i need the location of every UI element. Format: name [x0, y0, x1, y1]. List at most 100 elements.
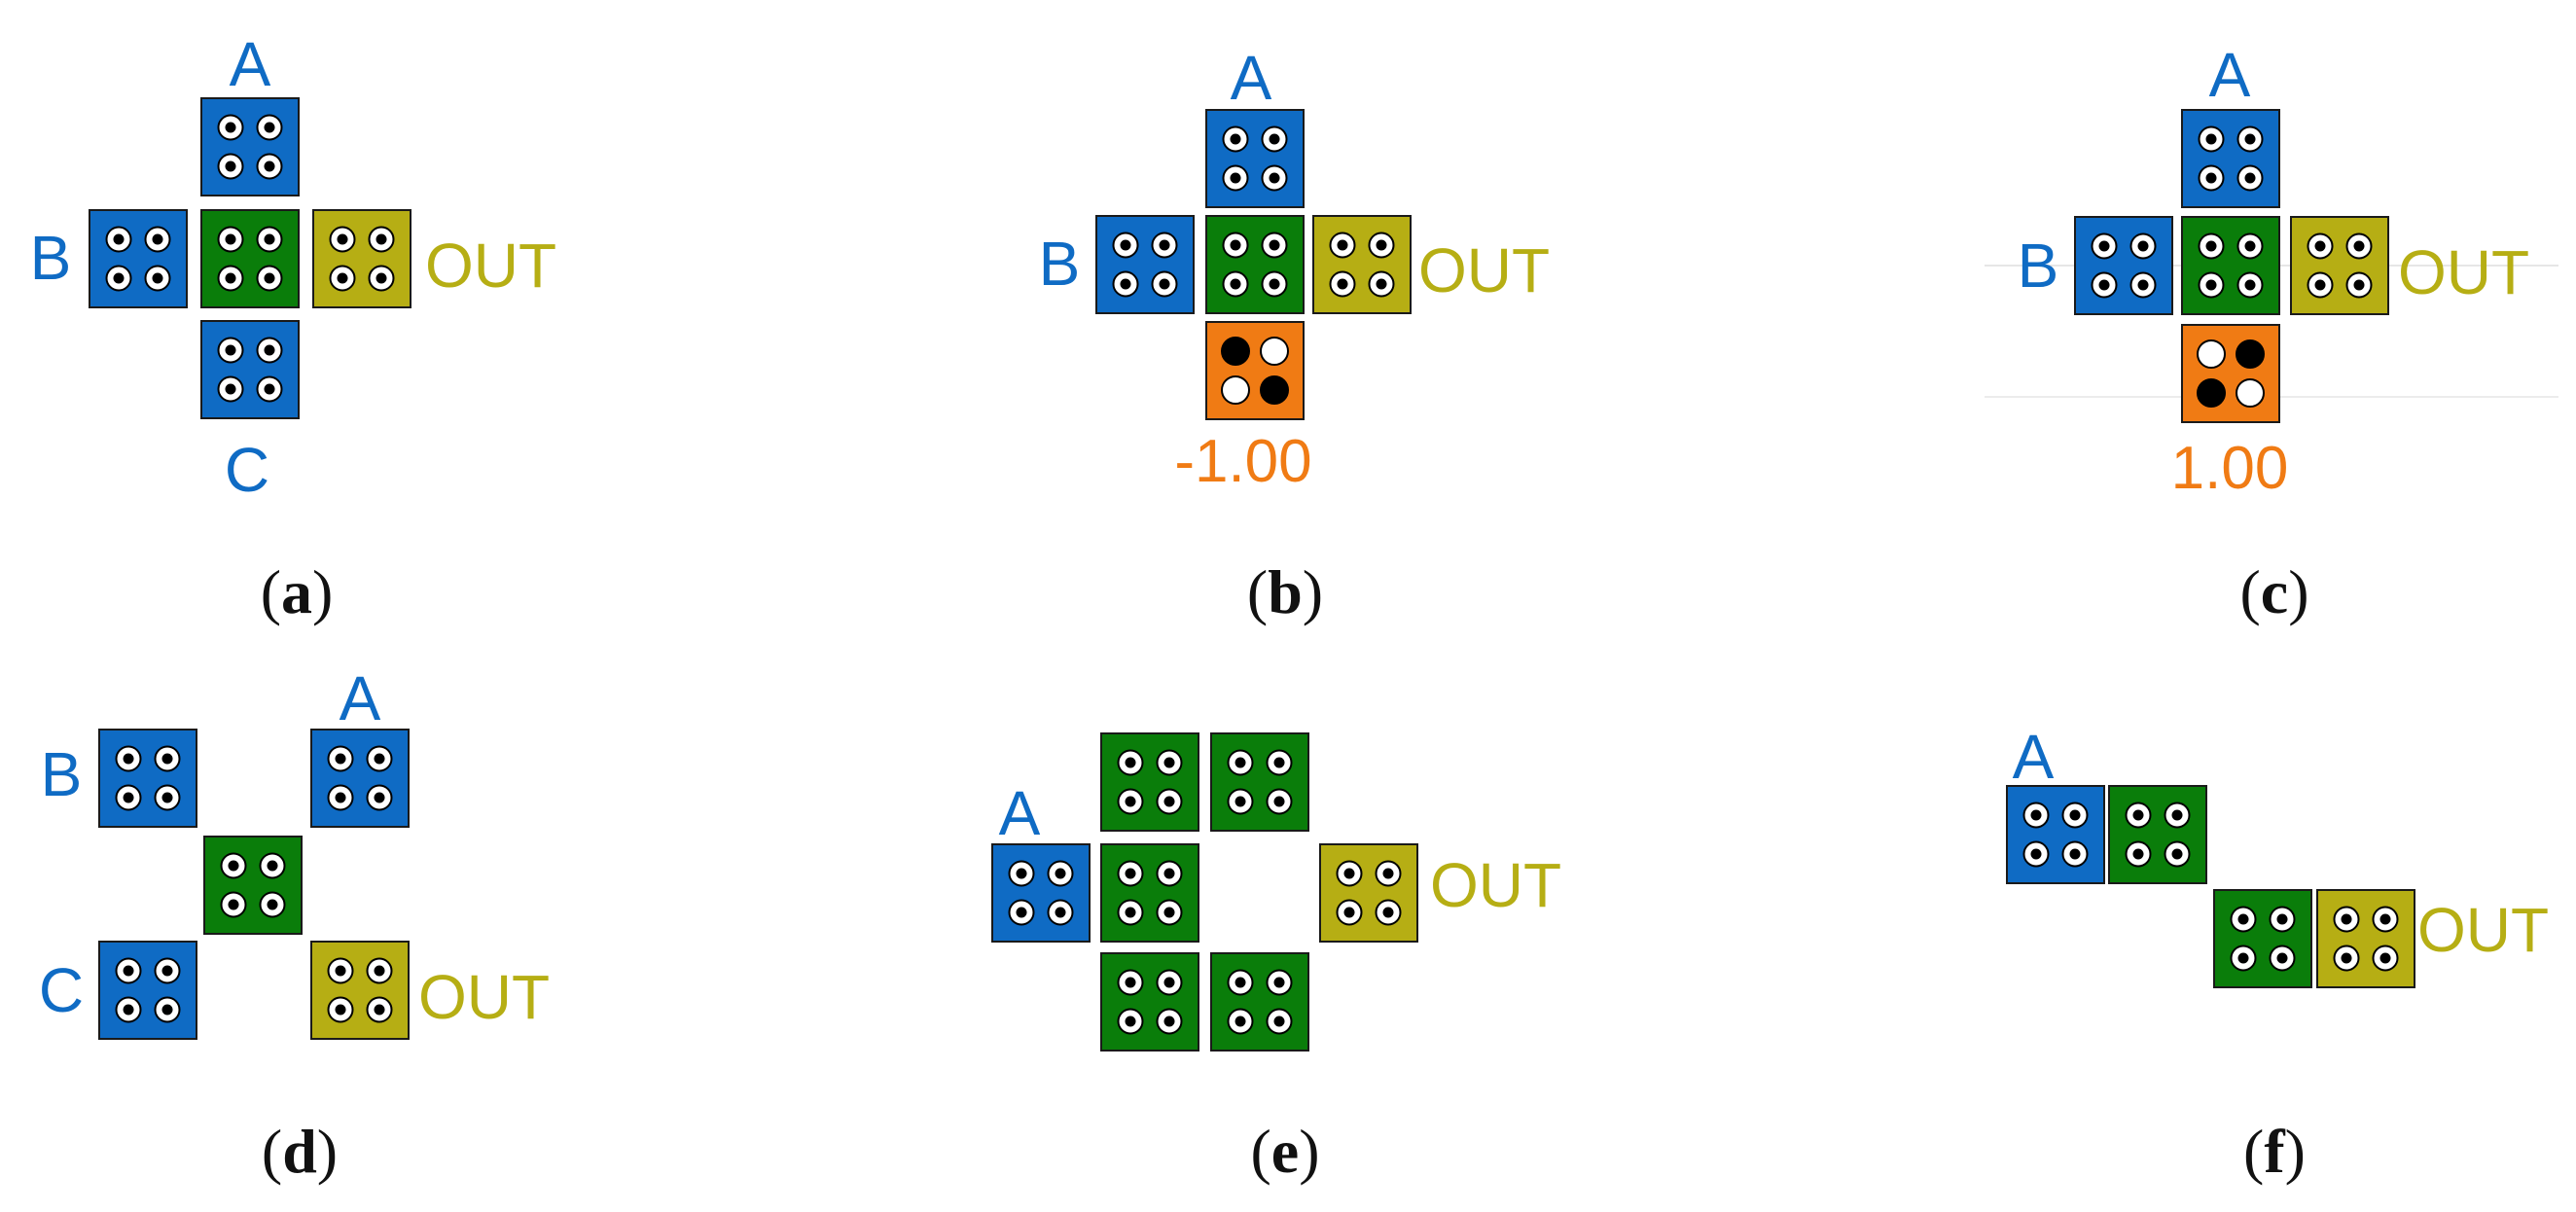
pin-hole-center: [1016, 907, 1027, 918]
pin-hole-center: [225, 160, 236, 172]
tile-label-input-A: A: [1231, 43, 1272, 113]
bias-value-label: -1.00: [1174, 428, 1311, 495]
pin-hole-center: [161, 1004, 173, 1016]
pin-hole-center: [1269, 172, 1280, 184]
tile-label-input-C: C: [225, 435, 269, 505]
tile-input-A: [200, 97, 300, 196]
pin-hole-center: [1159, 239, 1170, 251]
pin-hole-center: [225, 383, 236, 395]
pin-hole-center: [1055, 868, 1066, 879]
pin-black: [1221, 337, 1250, 366]
pin-hole-center: [1125, 757, 1136, 768]
tile-output: [1312, 215, 1412, 314]
pin-hole-center: [337, 233, 348, 245]
pin-hole-center: [1230, 239, 1241, 251]
pin-black: [1260, 375, 1289, 405]
pin-hole-center: [2244, 279, 2256, 291]
pin-hole-center: [335, 965, 346, 977]
tile-label-output: OUT: [1430, 850, 1561, 920]
pin-hole-center: [2098, 240, 2110, 252]
pin-hole-center: [1055, 907, 1066, 918]
tile-gate: [203, 836, 303, 935]
pin-hole-center: [1230, 278, 1241, 290]
panel-caption-e: (e): [1250, 1117, 1319, 1186]
pin-hole-center: [1125, 796, 1136, 807]
pin-hole-center: [1016, 868, 1027, 879]
tile-gate: [2181, 216, 2280, 315]
tile-label-input-B: B: [41, 739, 83, 809]
tile-label-output: OUT: [425, 231, 556, 301]
tile-body: [1100, 843, 1199, 943]
tile-wire-1: [1100, 732, 1199, 832]
tile-gate: [1205, 215, 1305, 314]
pin-hole-center: [1234, 757, 1246, 768]
tile-body: [200, 97, 300, 196]
tile-label-input-A: A: [340, 663, 381, 733]
pin-hole-center: [335, 792, 346, 803]
tile-label-input-A: A: [2013, 722, 2055, 792]
tile-wire-4: [1100, 952, 1199, 1052]
pin-hole-center: [1163, 796, 1175, 807]
tile-input-A: [1205, 109, 1305, 208]
tile-body: [98, 729, 197, 828]
tile-body: [1205, 215, 1305, 314]
pin-hole-center: [2205, 240, 2217, 252]
pin-hole-center: [1125, 907, 1136, 918]
pin-hole-center: [225, 233, 236, 245]
panel-b: A B OUT -1.00 (b): [1039, 43, 1550, 626]
pin-hole-center: [2341, 913, 2352, 925]
panel-caption-b: (b): [1247, 557, 1323, 626]
pin-hole-center: [161, 792, 173, 803]
pin-hole-center: [335, 1004, 346, 1016]
tile-body: [1210, 952, 1309, 1052]
pin-hole-center: [267, 860, 278, 872]
pin-hole-center: [374, 792, 385, 803]
pin-hole-center: [2276, 913, 2288, 925]
panel-caption-f: (f): [2243, 1117, 2306, 1186]
pin-black: [2236, 339, 2265, 369]
tile-body: [89, 209, 188, 308]
pin-hole-center: [1376, 239, 1387, 251]
pin-hole-center: [2237, 952, 2249, 964]
pin-hole-center: [1234, 977, 1246, 988]
tile-body: [2006, 785, 2105, 884]
pin-hole-center: [1163, 907, 1175, 918]
pin-hole-center: [2244, 240, 2256, 252]
pin-hole-center: [2341, 952, 2352, 964]
pin-hole-center: [1269, 239, 1280, 251]
pin-hole-center: [2314, 279, 2326, 291]
pin-hole-center: [152, 272, 163, 284]
tile-label-input-B: B: [30, 223, 72, 293]
pin-hole-center: [1343, 868, 1355, 879]
tile-input-B: [98, 729, 197, 828]
tile-body: [1205, 321, 1305, 420]
tile-output: [312, 209, 411, 308]
pin-hole-center: [337, 272, 348, 284]
panel-caption-a: (a): [261, 557, 334, 626]
pin-hole-center: [1125, 977, 1136, 988]
pin-hole-center: [1269, 278, 1280, 290]
pin-hole-center: [2030, 848, 2042, 860]
tile-wire-1: [2108, 785, 2207, 884]
panel-caption-d: (d): [262, 1117, 338, 1186]
pin-hole-center: [2353, 240, 2365, 252]
pin-hole-center: [1163, 868, 1175, 879]
pin-hole-center: [264, 344, 275, 356]
tile-body: [1205, 109, 1305, 208]
pin-hole-center: [1120, 278, 1131, 290]
tile-input-B: [1095, 215, 1195, 314]
tile-label-output: OUT: [1418, 235, 1550, 305]
tile-label-input-C: C: [39, 955, 84, 1025]
pin-hole-center: [2314, 240, 2326, 252]
tile-label-input-B: B: [1039, 229, 1081, 299]
tile-body: [1095, 215, 1195, 314]
tile-body: [312, 209, 411, 308]
pin-hole-center: [228, 860, 239, 872]
pin-hole-center: [2244, 172, 2256, 184]
pin-hole-center: [264, 122, 275, 133]
pin-hole-center: [123, 965, 134, 977]
pin-white: [2236, 378, 2265, 408]
pin-hole-center: [152, 233, 163, 245]
tile-wire-2: [2213, 889, 2312, 988]
